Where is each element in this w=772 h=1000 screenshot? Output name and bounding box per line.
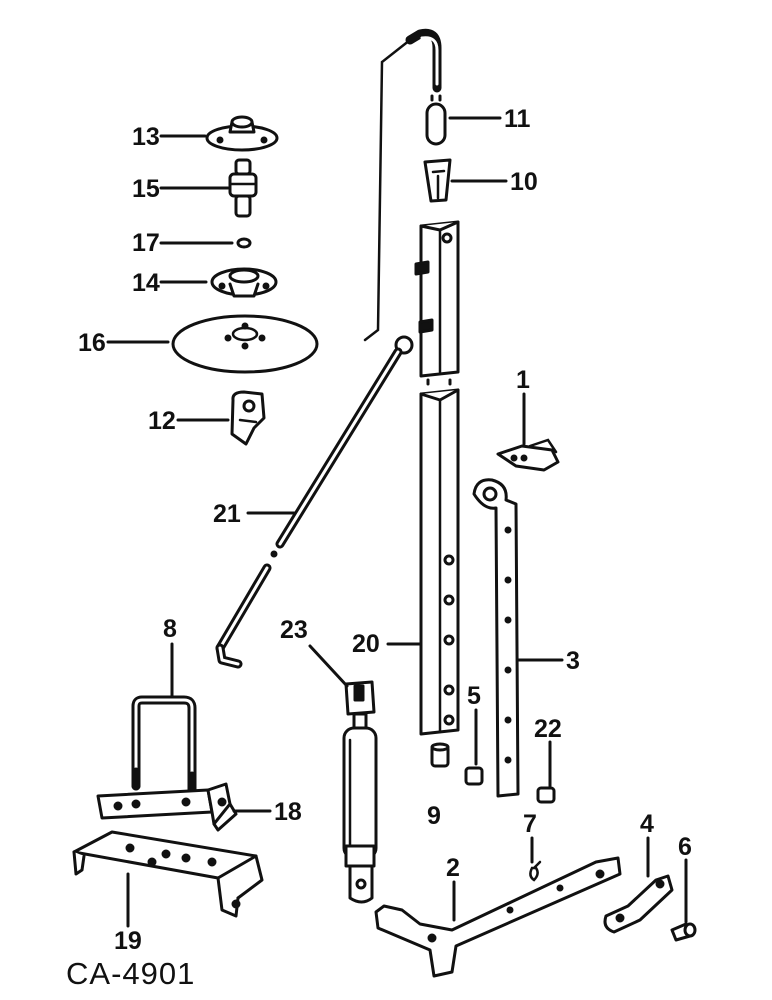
callout-6: 6 <box>678 833 692 861</box>
part-4-strap <box>603 874 674 934</box>
part-19-channel <box>72 830 264 918</box>
part-3-link <box>472 478 520 798</box>
part-12-clevis <box>230 390 266 446</box>
part-20-lower-tube <box>419 388 460 736</box>
part-20-upper-tube <box>414 220 460 386</box>
part-10-sleeve <box>423 158 452 203</box>
callout-11: 11 <box>504 105 531 133</box>
part-9-bushing <box>430 742 450 768</box>
part-11-pin <box>425 102 447 146</box>
callout-4: 4 <box>640 810 654 838</box>
callout-20: 20 <box>352 630 380 658</box>
part-7-clip <box>529 860 542 882</box>
part-5-spacer <box>464 766 484 786</box>
callout-16: 16 <box>78 329 106 357</box>
part-17-washer <box>236 237 252 249</box>
callout-3: 3 <box>566 647 580 675</box>
part-6-bolt <box>670 922 697 942</box>
callout-labels: 13 15 17 14 16 12 21 11 10 1 3 20 23 5 2… <box>78 105 692 955</box>
callout-23: 23 <box>280 616 308 644</box>
callout-13: 13 <box>132 123 160 151</box>
part-1-bracket <box>496 438 560 472</box>
part-13-flange <box>205 115 279 152</box>
callout-14: 14 <box>132 269 160 297</box>
part-23-cylinder <box>342 680 378 904</box>
callout-17: 17 <box>132 229 160 257</box>
callout-5: 5 <box>467 682 481 710</box>
part-22-spacer <box>536 786 556 804</box>
leader-lines <box>106 116 688 928</box>
part-16-disc <box>171 314 319 374</box>
part-2-bracket <box>374 856 622 978</box>
callout-15: 15 <box>132 175 160 203</box>
part-15-spindle <box>228 158 258 218</box>
callout-18: 18 <box>274 798 302 826</box>
part-11-bent-rod <box>363 28 442 342</box>
callout-10: 10 <box>510 168 538 196</box>
callout-7: 7 <box>523 810 537 838</box>
callout-2: 2 <box>446 854 460 882</box>
callout-19: 19 <box>114 927 142 955</box>
part-8-u-bolt <box>131 695 197 795</box>
callout-22: 22 <box>534 715 562 743</box>
callout-21: 21 <box>213 500 241 528</box>
part-18-plate <box>96 782 238 832</box>
part-14-flange <box>210 267 278 298</box>
callout-9: 9 <box>427 802 441 830</box>
callout-8: 8 <box>163 615 177 643</box>
callout-1: 1 <box>516 366 530 394</box>
part-21-rod <box>215 335 414 669</box>
figure-code: CA-4901 <box>66 956 195 991</box>
callout-12: 12 <box>148 407 176 435</box>
